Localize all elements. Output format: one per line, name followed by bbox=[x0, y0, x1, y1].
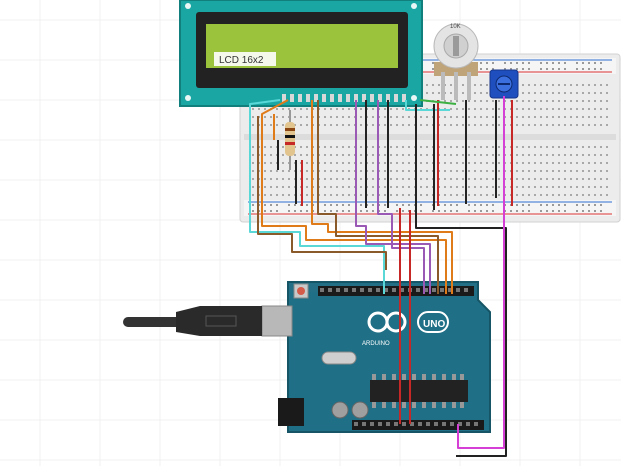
atmega-chip bbox=[370, 380, 468, 402]
arduino-brand: ARDUINO bbox=[362, 341, 390, 347]
wire-purple bbox=[355, 100, 431, 294]
wire-orange bbox=[261, 99, 447, 294]
wire-orange-2 bbox=[311, 100, 453, 294]
lcd-label: LCD 16x2 bbox=[219, 55, 264, 66]
wire-brown bbox=[317, 100, 439, 294]
arduino-model: UNO bbox=[423, 319, 445, 330]
usb-b-port bbox=[261, 305, 293, 337]
wire-purple-2 bbox=[377, 100, 425, 294]
wires bbox=[249, 96, 513, 457]
power-jack bbox=[278, 398, 304, 426]
wire-black-3 bbox=[415, 104, 507, 457]
wire-cyan-2 bbox=[405, 100, 450, 111]
wire-green bbox=[419, 99, 457, 105]
wire-magenta bbox=[457, 96, 505, 449]
arduino-uno: UNO ARDUINO bbox=[261, 281, 491, 433]
potentiometer-value: 10K bbox=[450, 24, 461, 30]
lcd-pin-header bbox=[282, 94, 406, 102]
trimmer-potentiometer bbox=[489, 69, 519, 99]
wire-cyan bbox=[249, 99, 385, 294]
resistor bbox=[285, 110, 295, 170]
arduino-logo: UNO ARDUINO bbox=[362, 311, 449, 347]
usb-cable bbox=[123, 306, 262, 336]
lcd-module: LCD 16x2 bbox=[179, 0, 423, 107]
wire-brown-2 bbox=[257, 116, 387, 270]
potentiometer: 10K bbox=[433, 23, 479, 100]
